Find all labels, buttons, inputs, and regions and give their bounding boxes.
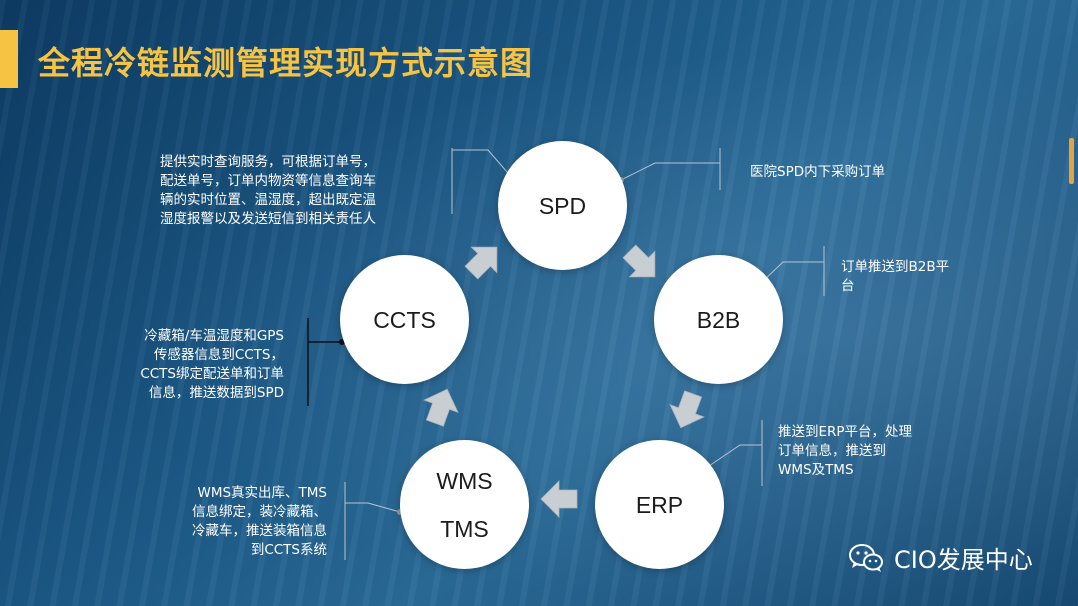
- arrow-icon: [663, 387, 711, 435]
- wechat-icon: [849, 543, 883, 572]
- note-line: 订单信息，推送到: [778, 443, 886, 459]
- node-ccts: CCTS: [340, 255, 469, 384]
- node-erp-label: ERP: [635, 491, 684, 518]
- page-title: 全程冷链监测管理实现方式示意图: [38, 44, 534, 82]
- note-line: 冷藏箱/车温湿度和GPS: [144, 328, 284, 344]
- brand-name: CIO发展中心: [894, 546, 1033, 574]
- leader-line-spd-right: [620, 162, 720, 181]
- leader-line-b2b: [759, 261, 824, 285]
- node-wms-label: WMS: [436, 467, 493, 494]
- note-line: 信息绑定，装冷藏箱、: [192, 504, 327, 520]
- leader-line-erp: [705, 444, 762, 469]
- note-line: 信息，推送数据到SPD: [148, 385, 284, 401]
- node-wms-tms: WMS TMS: [400, 440, 529, 569]
- node-erp: ERP: [595, 440, 724, 569]
- note-spd-query: 提供实时查询服务，可根据订单号， 配送单号，订单内物资等信息查询车 辆的实时位置…: [160, 153, 450, 229]
- note-line: CCTS绑定配送单和订单: [140, 366, 284, 382]
- note-line: WMS真实出库、TMS: [197, 485, 327, 501]
- note-line: 推送到ERP平台，处理: [778, 424, 913, 440]
- note-line: WMS及TMS: [778, 462, 854, 478]
- note-b2b: 订单推送到B2B平 台: [841, 258, 981, 296]
- note-line: 提供实时查询服务，可根据订单号，: [160, 154, 376, 170]
- node-b2b-label: B2B: [696, 306, 741, 333]
- note-spd-order: 医院SPD内下采购订单: [750, 163, 950, 182]
- note-line: 到CCTS系统: [250, 542, 327, 558]
- note-ccts: 冷藏箱/车温湿度和GPS 传感器信息到CCTS， CCTS绑定配送单和订单 信息…: [100, 327, 284, 403]
- node-tms-label: TMS: [440, 515, 489, 542]
- arrow-icon: [540, 480, 578, 518]
- node-spd: SPD: [498, 141, 627, 270]
- node-b2b: B2B: [654, 255, 783, 384]
- note-line: 医院SPD内下采购订单: [750, 164, 886, 180]
- note-line: 冷藏车，推送装箱信息: [192, 523, 327, 539]
- note-line: 辆的实时位置、温湿度，超出既定温: [160, 192, 376, 208]
- arrow-icon: [616, 238, 668, 290]
- arrow-icon: [458, 234, 510, 286]
- leader-line-wms: [345, 502, 401, 513]
- note-line: 台: [841, 278, 855, 294]
- note-erp: 推送到ERP平台，处理 订单信息，推送到 WMS及TMS: [778, 423, 958, 480]
- note-line: 配送单号，订单内物资等信息查询车: [160, 173, 376, 189]
- note-line: 订单推送到B2B平: [841, 259, 950, 275]
- arrow-icon: [417, 382, 465, 430]
- brand-watermark: CIO发展中心: [848, 540, 1033, 575]
- node-spd-label: SPD: [538, 192, 587, 219]
- note-line: 传感器信息到CCTS，: [153, 347, 284, 363]
- title-accent-bar: [0, 30, 18, 88]
- scroll-indicator: [1069, 138, 1074, 184]
- leader-line-spd-left-link: [452, 149, 515, 181]
- node-ccts-label: CCTS: [373, 306, 436, 333]
- note-wms-tms: WMS真实出库、TMS 信息绑定，装冷藏箱、 冷藏车，推送装箱信息 到CCTS系…: [150, 484, 327, 560]
- note-line: 湿度报警以及发送短信到相关责任人: [160, 211, 376, 227]
